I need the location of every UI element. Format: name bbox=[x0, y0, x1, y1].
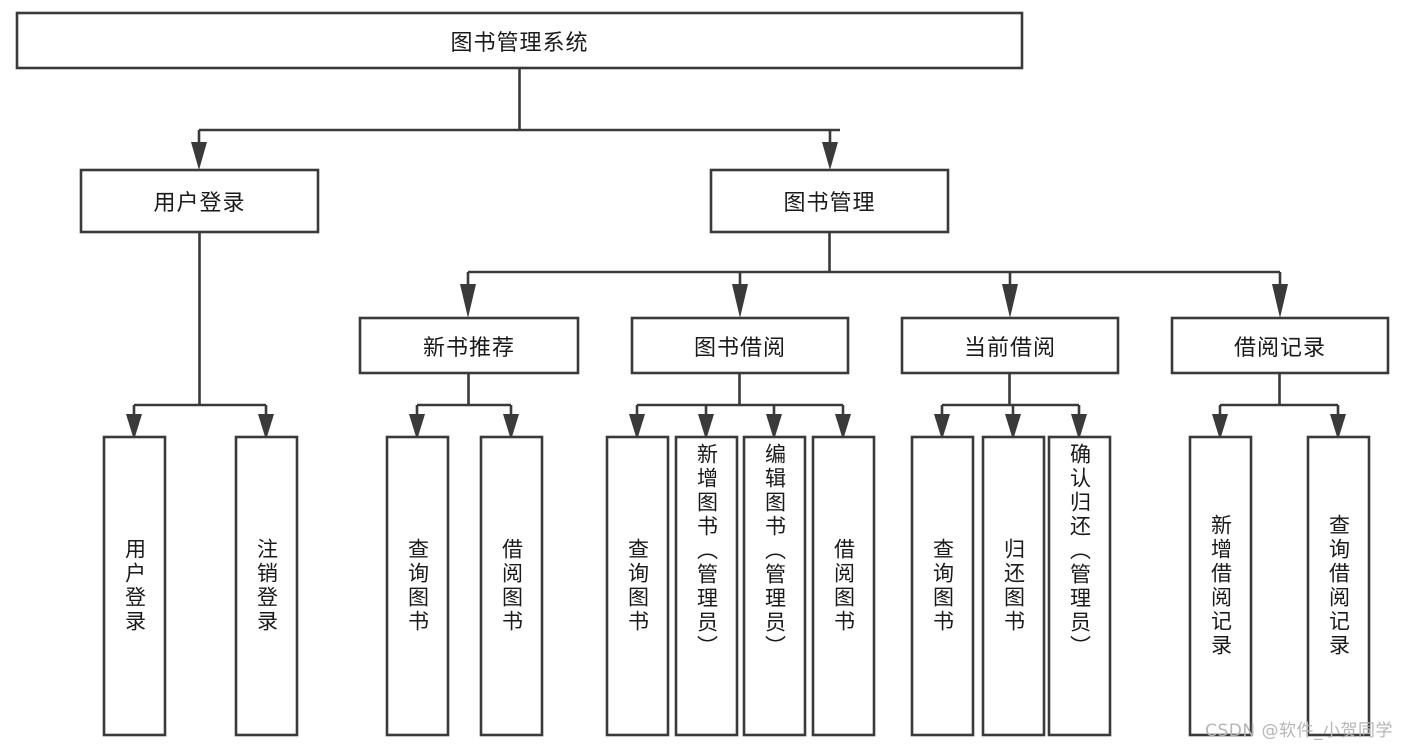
node-box-leaf-query-borrow-record[interactable] bbox=[1306, 435, 1371, 737]
node-box-current-borrow[interactable] bbox=[900, 316, 1120, 375]
arrow-to-book-borrow bbox=[732, 284, 748, 318]
node-box-leaf-logout[interactable] bbox=[234, 435, 299, 737]
node-box-leaf-confirm-return[interactable] bbox=[1047, 435, 1112, 737]
arrow-to-leaf-add-book bbox=[698, 414, 714, 440]
node-box-leaf-query-book-1[interactable] bbox=[385, 435, 450, 737]
arrow-to-leaf-query-book-3 bbox=[934, 414, 950, 440]
node-box-leaf-query-book-2[interactable] bbox=[605, 435, 670, 737]
arrow-to-current-borrow bbox=[1002, 284, 1018, 318]
node-box-user-login[interactable] bbox=[79, 168, 320, 234]
arrow-to-user-login bbox=[191, 142, 207, 170]
node-box-leaf-edit-book[interactable] bbox=[742, 435, 807, 737]
connector-book-borrow-to-leaves bbox=[635, 373, 845, 422]
node-box-leaf-user-login[interactable] bbox=[102, 435, 167, 737]
arrow-to-leaf-return-book bbox=[1005, 414, 1021, 440]
arrow-to-leaf-logout bbox=[258, 414, 274, 440]
arrow-to-leaf-query-borrow-record bbox=[1330, 414, 1346, 440]
arrow-to-new-book-recommend bbox=[460, 284, 476, 318]
node-box-book-borrow[interactable] bbox=[630, 316, 850, 375]
node-box-leaf-query-book-3[interactable] bbox=[910, 435, 975, 737]
arrow-to-leaf-confirm-return bbox=[1071, 414, 1087, 440]
arrow-to-leaf-add-borrow-record bbox=[1212, 414, 1228, 440]
arrow-to-book-management bbox=[822, 142, 838, 170]
connector-book-management-to-level3 bbox=[466, 232, 1282, 290]
arrow-to-leaf-edit-book bbox=[766, 414, 782, 440]
arrow-to-leaf-query-book-1 bbox=[409, 414, 425, 440]
arrow-to-leaf-borrow-book-2 bbox=[835, 414, 851, 440]
node-box-new-book-recommend[interactable] bbox=[358, 316, 580, 375]
node-box-leaf-borrow-book-2[interactable] bbox=[811, 435, 876, 737]
node-box-leaf-borrow-book-1[interactable] bbox=[479, 435, 544, 737]
connector-current-borrow-to-leaves bbox=[940, 373, 1081, 422]
arrow-to-leaf-borrow-book-1 bbox=[503, 414, 519, 440]
arrow-to-leaf-user-login bbox=[126, 414, 142, 440]
node-box-leaf-add-book[interactable] bbox=[674, 435, 739, 737]
arrow-to-borrow-record bbox=[1272, 284, 1288, 318]
connector-root-to-level2 bbox=[197, 68, 840, 148]
node-box-root[interactable] bbox=[15, 11, 1024, 70]
connector-new-book-recommend-to-leaves bbox=[415, 373, 513, 422]
node-box-book-management[interactable] bbox=[709, 168, 950, 234]
connector-borrow-record-to-leaves bbox=[1218, 373, 1340, 422]
node-box-leaf-add-borrow-record[interactable] bbox=[1188, 435, 1253, 737]
arrow-to-leaf-query-book-2 bbox=[629, 414, 645, 440]
csdn-watermark: CSDN @软件_小贺同学 bbox=[1205, 721, 1393, 741]
node-box-borrow-record[interactable] bbox=[1170, 316, 1390, 375]
node-box-leaf-return-book[interactable] bbox=[981, 435, 1046, 737]
connector-user-login-to-leaves bbox=[132, 232, 268, 422]
